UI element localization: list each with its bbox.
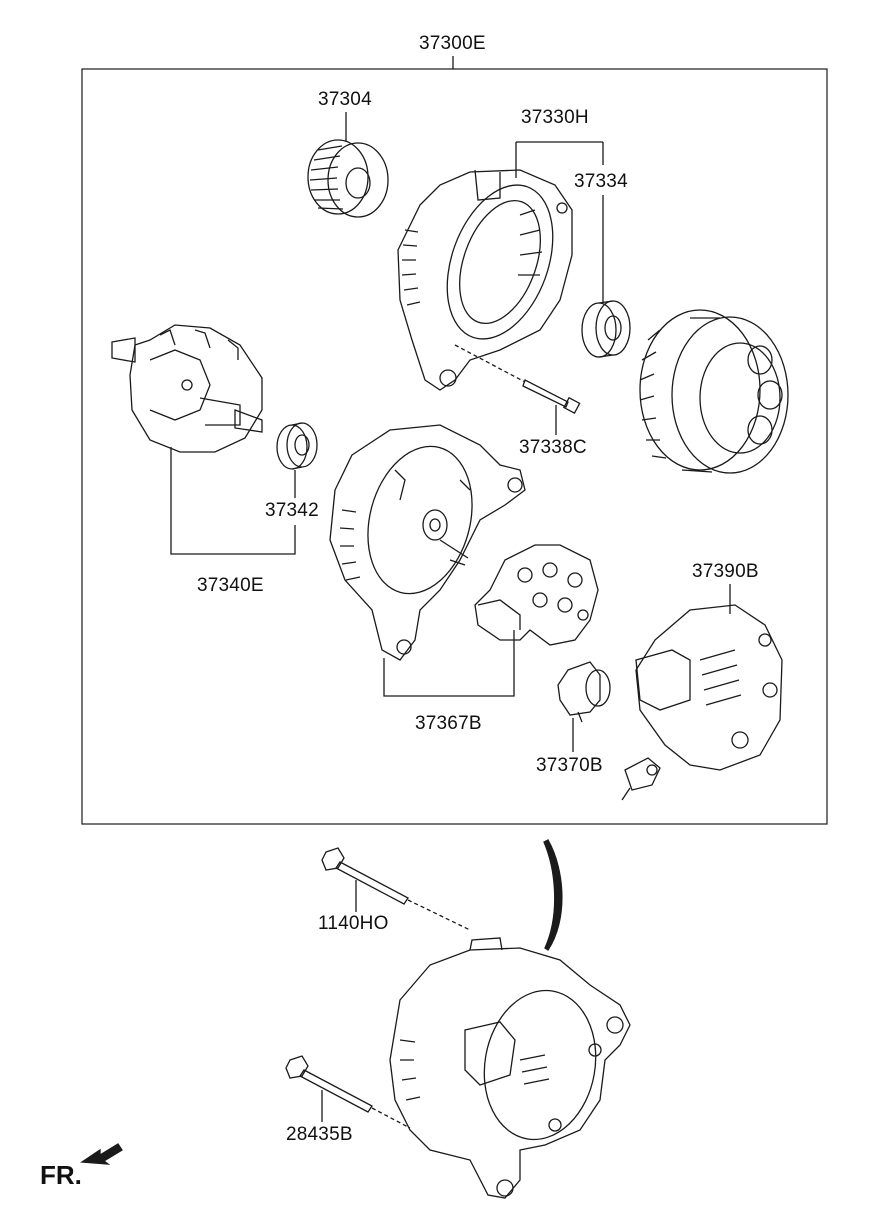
front-direction-label: FR.	[40, 1160, 82, 1190]
pulley-part	[307, 139, 389, 218]
front-direction-arrow-icon	[80, 1143, 123, 1165]
regulator-part	[557, 661, 611, 723]
label-1140ho: 1140HO	[318, 913, 389, 934]
label-37370b: 37370B	[536, 755, 603, 776]
leader-37340e	[170, 447, 296, 555]
front-bracket-part	[397, 169, 573, 391]
rectifier-part	[474, 544, 599, 646]
label-37340e: 37340E	[197, 575, 264, 596]
rear-cover-part	[635, 604, 783, 771]
label-37338c: 37338C	[519, 437, 587, 458]
rotor-part	[111, 324, 263, 453]
bolt-28435b-part	[285, 1055, 411, 1129]
explode-arrow	[543, 839, 563, 951]
label-37304: 37304	[318, 89, 372, 110]
label-37334: 37334	[574, 171, 628, 192]
leader-37367b	[383, 630, 515, 697]
rear-bearing-part	[276, 422, 318, 470]
label-37390b: 37390B	[692, 561, 759, 582]
rear-bracket-part	[329, 424, 526, 661]
terminal-part	[621, 757, 661, 801]
front-bearing-part	[581, 300, 631, 358]
label-37367b: 37367B	[415, 713, 482, 734]
stator-part	[639, 309, 789, 474]
label-37300e: 37300E	[419, 33, 486, 54]
bolt-1140ho-part	[321, 847, 471, 931]
assembled-alternator-part	[389, 937, 631, 1199]
assembly-frame	[81, 68, 828, 825]
label-28435b: 28435B	[286, 1124, 353, 1145]
label-37342: 37342	[265, 500, 319, 521]
label-37330h: 37330H	[521, 107, 589, 128]
through-bolt-part	[454, 344, 581, 414]
